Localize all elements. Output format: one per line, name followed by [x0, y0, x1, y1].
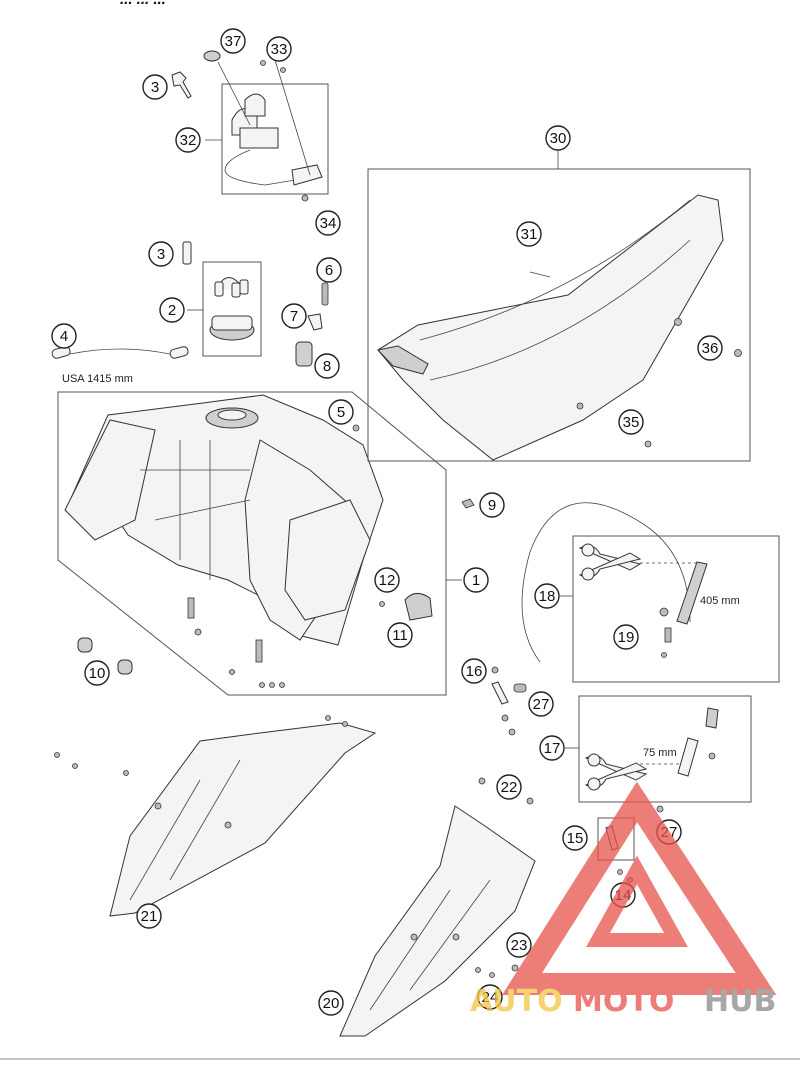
svg-text:15: 15	[567, 830, 584, 847]
callout-10: 10	[84, 660, 110, 686]
callout-34: 34	[315, 210, 341, 236]
svg-text:3: 3	[157, 246, 165, 263]
svg-text:9: 9	[488, 497, 496, 514]
callout-4: 4	[51, 323, 77, 349]
callout-24: 24	[477, 984, 503, 1010]
callout-22: 22	[496, 774, 522, 800]
svg-text:20: 20	[323, 995, 340, 1012]
watermark-text-auto: AUTO	[470, 984, 563, 1019]
svg-text:34: 34	[320, 215, 337, 232]
callout-17: 17	[539, 735, 565, 761]
hose-cut-75-group: 75 mm	[565, 695, 752, 803]
svg-text:23: 23	[511, 937, 528, 954]
svg-text:27: 27	[533, 696, 550, 713]
watermark-text-hub: HUB	[704, 984, 776, 1019]
callout-12: 12	[374, 567, 400, 593]
fuel-line-dimension: USA 1415 mm	[62, 373, 133, 385]
callout-36: 36	[697, 335, 723, 361]
callout-3a: 3	[142, 74, 168, 100]
svg-text:17: 17	[544, 740, 561, 757]
side-cover-left	[54, 715, 377, 917]
callout-37: 37	[220, 28, 246, 54]
svg-text:21: 21	[141, 908, 158, 925]
svg-text:32: 32	[180, 132, 197, 149]
svg-text:3: 3	[151, 79, 159, 96]
callout-35: 35	[618, 409, 644, 435]
callout-31: 31	[516, 221, 542, 247]
watermark-triangle-outer	[502, 781, 777, 995]
fuel-cap-group	[182, 241, 262, 357]
callout-33: 33	[266, 36, 292, 62]
svg-text:36: 36	[702, 340, 719, 357]
callout-19: 19	[613, 624, 639, 650]
callout-21: 21	[136, 903, 162, 929]
ignition-lock-group	[171, 50, 329, 202]
header-fragment: ... ... ...	[120, 0, 166, 8]
svg-text:18: 18	[539, 588, 556, 605]
callout-16: 16	[461, 658, 487, 684]
fuel-tank-group	[57, 391, 475, 696]
watermark-logo: AUTO MOTO HUB	[470, 781, 777, 1019]
svg-text:10: 10	[89, 665, 106, 682]
callout-6: 6	[316, 257, 342, 283]
callout-23: 23	[506, 932, 532, 958]
svg-text:6: 6	[325, 262, 333, 279]
seat-group	[367, 150, 751, 462]
callout-32: 32	[175, 127, 201, 153]
svg-text:5: 5	[337, 404, 345, 421]
hose-dimension-75: 75 mm	[643, 747, 677, 759]
callout-18: 18	[534, 583, 560, 609]
callout-30: 30	[545, 125, 571, 151]
svg-text:8: 8	[323, 358, 331, 375]
svg-text:1: 1	[472, 572, 480, 589]
svg-text:22: 22	[501, 779, 518, 796]
callout-20: 20	[318, 990, 344, 1016]
watermark-triangle-inner	[586, 855, 688, 947]
callout-11: 11	[387, 622, 413, 648]
callout-9: 9	[479, 492, 505, 518]
hose-cut-405-group: 405 mm	[560, 535, 780, 683]
svg-text:11: 11	[392, 627, 408, 644]
watermark-text-moto: MOTO	[573, 984, 674, 1019]
svg-text:19: 19	[618, 629, 635, 646]
callout-2: 2	[159, 297, 185, 323]
svg-text:30: 30	[550, 130, 567, 147]
callout-15: 15	[562, 825, 588, 851]
svg-text:35: 35	[623, 414, 640, 431]
svg-text:4: 4	[60, 328, 68, 345]
fuel-line-group: USA 1415 mm	[51, 345, 189, 385]
callout-7: 7	[281, 303, 307, 329]
callout-8: 8	[314, 353, 340, 379]
svg-text:12: 12	[379, 572, 396, 589]
breather-hose-group	[491, 502, 691, 736]
svg-text:16: 16	[466, 663, 483, 680]
svg-text:7: 7	[290, 308, 298, 325]
callout-27a: 27	[528, 691, 554, 717]
svg-text:31: 31	[521, 226, 538, 243]
side-cover-right	[339, 777, 536, 1037]
callout-1: 1	[463, 567, 489, 593]
svg-text:24: 24	[482, 989, 499, 1006]
small-parts-6-7-8	[295, 282, 329, 367]
hose-dimension-405: 405 mm	[700, 595, 740, 607]
svg-text:33: 33	[271, 41, 288, 58]
svg-text:2: 2	[168, 302, 176, 319]
callout-3b: 3	[148, 241, 174, 267]
callout-5: 5	[328, 399, 354, 425]
svg-text:37: 37	[225, 33, 242, 50]
